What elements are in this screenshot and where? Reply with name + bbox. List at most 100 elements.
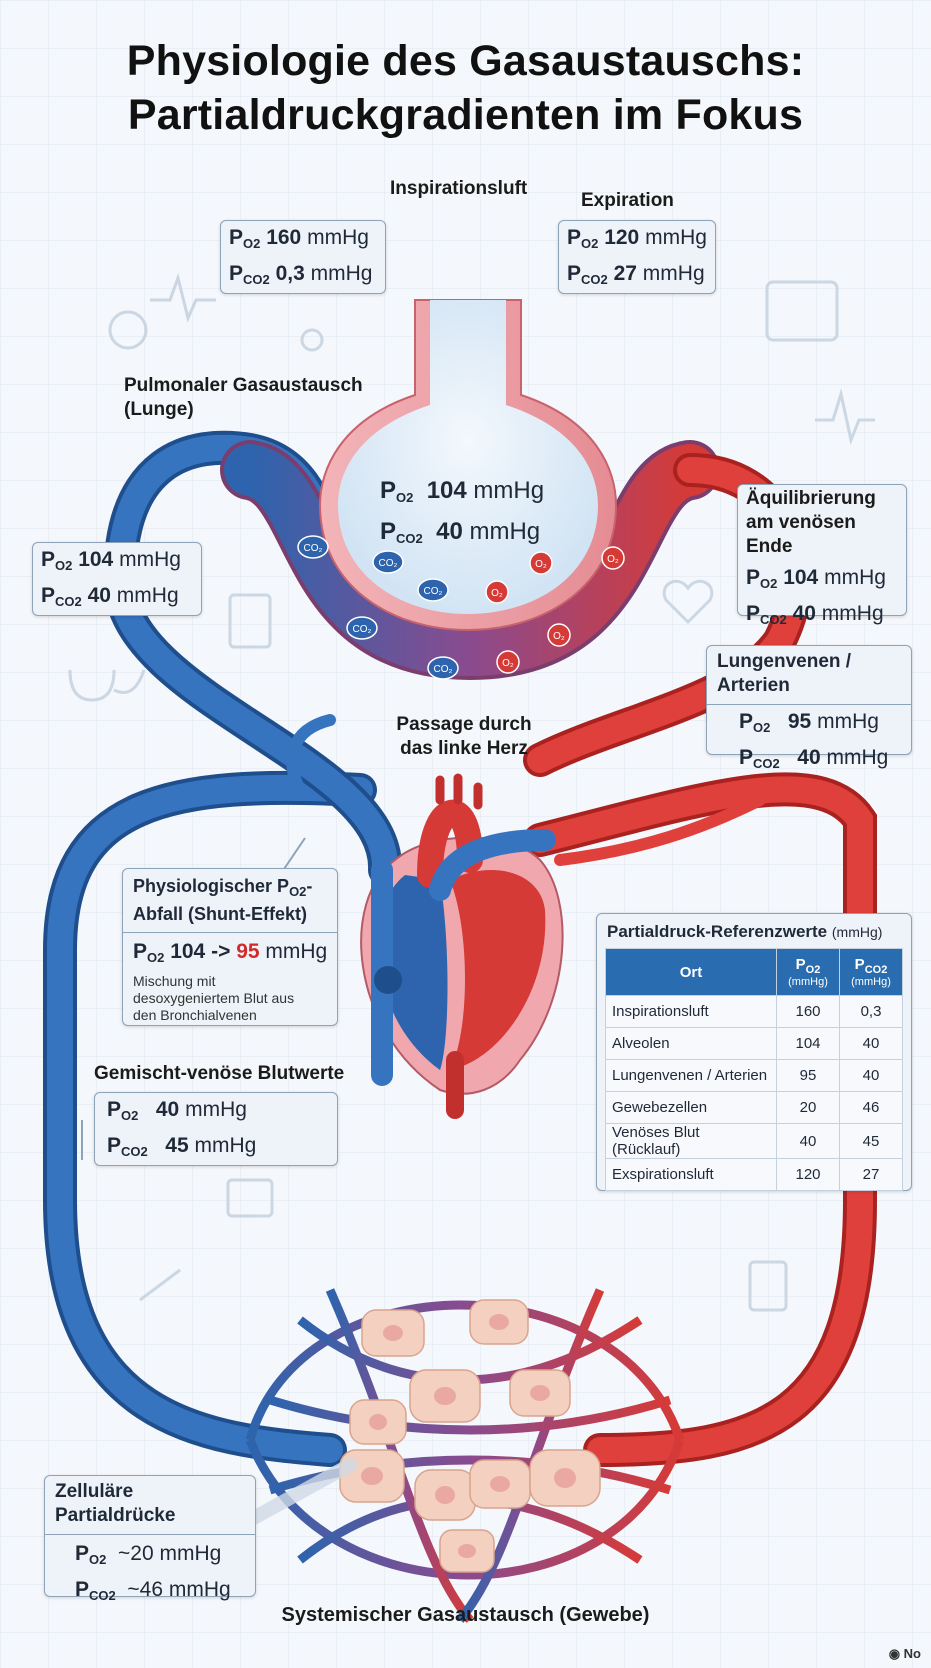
inspiration-pco2: 0,3: [275, 262, 305, 285]
inspiration-po2: 160: [266, 226, 302, 249]
o2-molecule: O₂: [529, 551, 553, 575]
o2-molecule: O₂: [601, 546, 625, 570]
heart-passage-label: Passage durch das linke Herz: [396, 714, 532, 759]
valve-detail: [374, 966, 402, 994]
row-pco2: 46: [839, 1091, 903, 1124]
heart-outline-icon: [662, 579, 714, 625]
pulmonary-trunk: [429, 829, 556, 901]
left-pco2: 40: [87, 584, 111, 607]
ecg-line-icon: [150, 272, 216, 323]
reference-table-title: Partialdruck-Referenzwerte (mmHg): [607, 922, 883, 941]
row-ort: Alveolen: [605, 1027, 777, 1060]
co2-molecule: CO₂: [427, 656, 459, 680]
pulmonary-capillary: [224, 444, 716, 677]
expiration-box: PO2 120 mmHg PCO2 27 mmHg: [558, 220, 716, 294]
svg-text:CO₂: CO₂: [353, 624, 372, 635]
heart-left-side: [450, 870, 546, 1070]
watermark-icon: ◉: [888, 1646, 901, 1661]
pulmonary-exchange-label: Pulmonaler Gasaustausch (Lunge): [124, 375, 363, 420]
capsule-icon: [139, 1268, 181, 1302]
pulm-veins-pco2-row: PCO2 40 mmHg: [739, 746, 889, 771]
svg-text:CO₂: CO₂: [424, 586, 443, 597]
great-vessel-stubs: [435, 773, 483, 810]
corner-watermark: ◉ No: [888, 1646, 921, 1661]
cell-nuclei: [361, 1314, 576, 1558]
svg-text:CO₂: CO₂: [434, 664, 453, 675]
decorative-medical-icons: [68, 272, 875, 1312]
stethoscope-icon: [68, 669, 146, 702]
row-po2: 20: [776, 1091, 840, 1124]
left-po2: 104: [78, 548, 114, 571]
mixed-venous-box: PO2 40 mmHg PCO2 45 mmHg: [94, 1092, 338, 1166]
row-pco2: 27: [839, 1158, 903, 1191]
cellular-leader: [243, 1458, 357, 1527]
inspiration-pco2-row: PCO2 0,3 mmHg: [229, 262, 373, 287]
shunt-value-to: 95: [236, 940, 260, 963]
equilibration-box: Äquilibrierung am venösen Ende PO2 104 m…: [737, 484, 907, 627]
col-ort: Ort: [605, 948, 777, 996]
systemic-artery-lumen: [527, 776, 873, 1463]
mixed-venous-po2: 40: [155, 1098, 180, 1121]
svg-text:O₂: O₂: [553, 631, 565, 642]
inspiration-po2-row: PO2 160 mmHg: [229, 226, 369, 251]
shunt-note: Mischung mit desoxygeniertem Blut aus de…: [133, 973, 295, 1023]
pulse-icon: [108, 310, 148, 350]
cellular-box: Zelluläre Partialdrücke PO2 ~20 mmHg PCO…: [44, 1475, 256, 1603]
col-po2: PO2(mmHg): [776, 948, 840, 996]
row-ort: Venöses Blut (Rücklauf): [605, 1123, 777, 1159]
row-pco2: 0,3: [839, 995, 903, 1028]
row-ort: Lungenvenen / Arterien: [605, 1059, 777, 1092]
cellular-title: Zelluläre Partialdrücke: [45, 1476, 255, 1535]
expiration-po2-row: PO2 120 mmHg: [567, 226, 707, 251]
o2-molecule: O₂: [496, 650, 520, 674]
expiration-po2: 120: [604, 226, 640, 249]
co2-molecule: CO₂: [372, 550, 404, 574]
row-pco2: 45: [839, 1123, 903, 1159]
svg-text:CO₂: CO₂: [304, 543, 323, 554]
pills-icon: [300, 328, 324, 352]
shunt-box: Physiologischer PO2- Abfall (Shunt-Effek…: [122, 868, 338, 1026]
title-line-2: Partialdruckgradienten im Fokus: [127, 91, 804, 139]
alveolus-po2-row: PO2 104 mmHg: [380, 477, 545, 505]
reference-table-panel: Partialdruck-Referenzwerte (mmHg) Ort PO…: [596, 913, 912, 1191]
pulmonary-arterial-box: PO2 104 mmHg PCO2 40 mmHg: [32, 542, 202, 616]
equilibration-pco2-row: PCO2 40 mmHg: [746, 602, 884, 627]
o2-molecule: O₂: [485, 580, 509, 604]
cellular-po2-row: PO2 ~20 mmHg: [75, 1542, 222, 1567]
page-title: Physiologie des Gasaustauschs: Partialdr…: [0, 34, 931, 142]
clipboard-right-icon: [748, 1260, 788, 1312]
row-ort: Exspirationsluft: [605, 1158, 777, 1191]
reference-table-header: Ort PO2(mmHg) PCO2(mmHg): [605, 948, 903, 996]
svg-text:CO₂: CO₂: [379, 558, 398, 569]
alveolus-pco2: 40: [436, 518, 463, 545]
arterial-branch: [554, 794, 766, 866]
row-ort: Inspirationsluft: [605, 995, 777, 1028]
systemic-exchange-label: Systemischer Gasaustausch (Gewebe): [281, 1604, 650, 1626]
mixed-venous-pco2: 45: [165, 1134, 189, 1157]
cellular-po2: ~20: [118, 1542, 154, 1565]
alveolus-pco2-row: PCO2 40 mmHg: [380, 518, 541, 546]
svg-text:O₂: O₂: [491, 588, 503, 599]
mixed-venous-po2-row: PO2 40 mmHg: [107, 1098, 247, 1123]
inspiration-box: PO2 160 mmHg PCO2 0,3 mmHg: [220, 220, 386, 294]
row-po2: 104: [776, 1027, 840, 1060]
left-po2-row: PO2 104 mmHg: [41, 548, 181, 573]
expiration-pco2-row: PCO2 27 mmHg: [567, 262, 705, 287]
expiration-label: Expiration: [581, 190, 674, 211]
inspiration-label: Inspirationsluft: [390, 178, 528, 199]
row-po2: 120: [776, 1158, 840, 1191]
heart-illustration: [360, 773, 564, 1119]
shunt-value-row: PO2 104 -> 95 mmHg: [133, 940, 328, 965]
pulmonary-veins-title: Lungenvenen / Arterien: [707, 646, 911, 705]
alveolus-values: PO2 104 mmHg PCO2 40 mmHg: [380, 474, 570, 556]
row-po2: 160: [776, 995, 840, 1028]
pulm-veins-pco2: 40: [797, 746, 821, 769]
expiration-pco2: 27: [613, 262, 637, 285]
pulmonary-veins-box: Lungenvenen / Arterien PO2 95 mmHg PCO2 …: [706, 645, 912, 771]
